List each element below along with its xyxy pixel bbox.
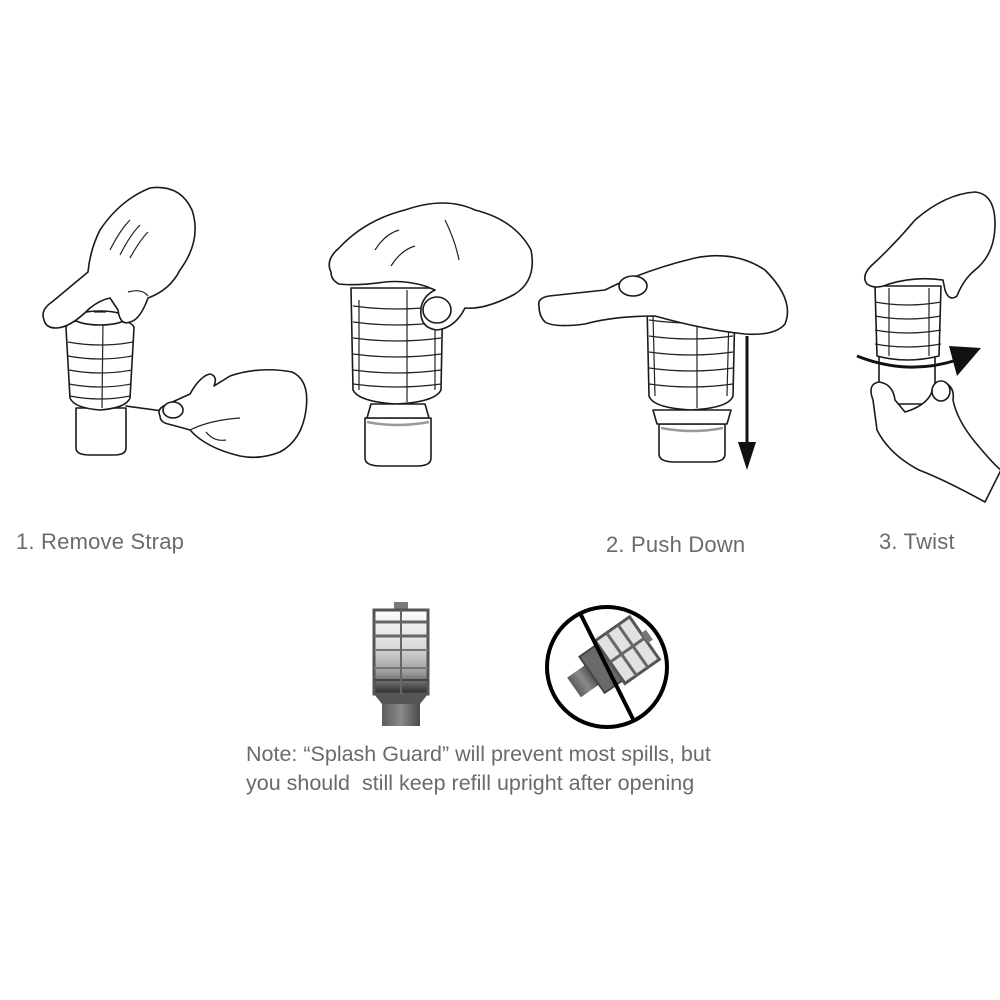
refill-canister-icon (646, 303, 736, 463)
note-line-1: Note: “Splash Guard” will prevent most s… (246, 742, 711, 766)
step-2-grip-illustration (328, 202, 534, 467)
arrow-down-icon (738, 336, 756, 470)
hand-right-icon (158, 368, 308, 459)
note-line-2: you should still keep refill upright aft… (246, 771, 695, 795)
step-3-illustration (856, 191, 1000, 503)
splash-guard-note: Note: “Splash Guard” will prevent most s… (246, 740, 711, 798)
step-1-label: 1. Remove Strap (16, 529, 185, 554)
step-1-illustration (42, 186, 308, 459)
hand-bottom-icon (870, 380, 1000, 503)
step-3-label: 3. Twist (879, 529, 955, 554)
step-2-label: 2. Push Down (606, 532, 746, 557)
refill-canister-icon (350, 287, 444, 467)
refill-tilted-icon (567, 614, 662, 698)
step-2-push-illustration (537, 254, 789, 470)
hand-top-icon (863, 191, 996, 299)
hand-flat-icon (537, 254, 789, 336)
refill-upright-icon (372, 602, 430, 726)
prohibited-icon (545, 605, 669, 729)
tilted-refill-prohibited-example (545, 605, 669, 729)
hand-top-icon (42, 186, 196, 329)
twist-arrow-icon (856, 346, 981, 376)
refill-canister-icon (65, 310, 135, 456)
hand-top-icon (328, 202, 534, 331)
upright-refill-example (372, 602, 430, 726)
